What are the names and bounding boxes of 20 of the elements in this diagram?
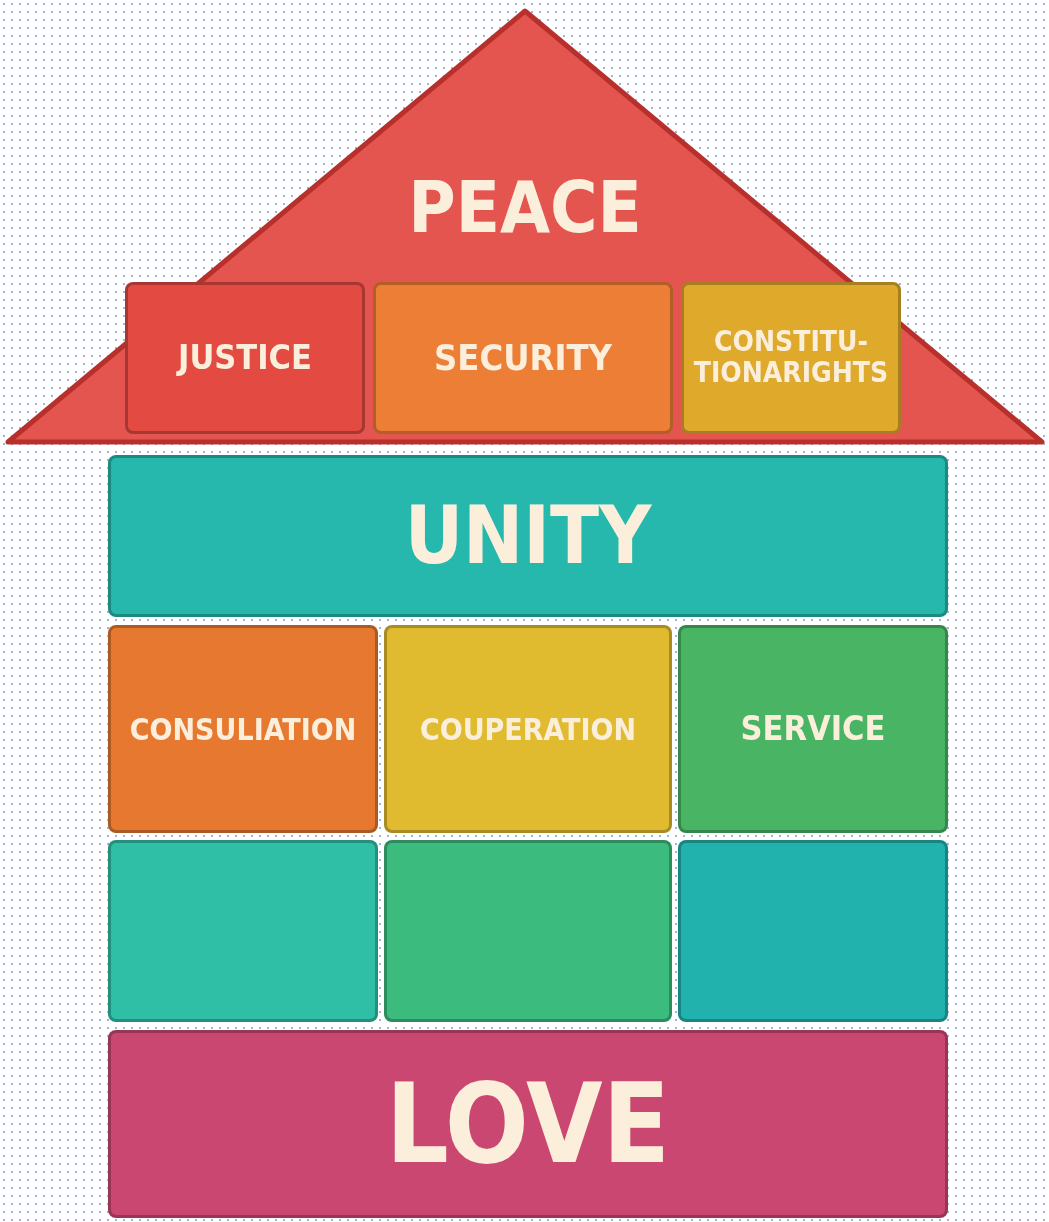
foundation-block: [108, 1030, 948, 1218]
roof-block: [681, 282, 901, 434]
roof-block: [125, 282, 365, 434]
roof-block: [373, 282, 673, 434]
block-label: LOVE: [384, 1063, 672, 1185]
wall-block: [108, 625, 378, 833]
wall-block: [108, 840, 378, 1022]
wall-block: [678, 625, 948, 833]
block-label: SECURITY: [432, 338, 614, 378]
wall-block: [108, 455, 948, 617]
block-label: COUPERATION: [418, 712, 638, 746]
wall-block: [678, 840, 948, 1022]
block-label: CONSULIATION: [128, 712, 358, 746]
wall-block: [384, 840, 672, 1022]
block-label: JUSTICE: [175, 339, 313, 377]
roof-label: PEACE: [407, 168, 643, 248]
block-label: CONSTITU- TIONARIGHTS: [692, 327, 890, 389]
wall-block: [384, 625, 672, 833]
block-label: UNITY: [403, 492, 653, 580]
block-label: SERVICE: [739, 710, 887, 748]
